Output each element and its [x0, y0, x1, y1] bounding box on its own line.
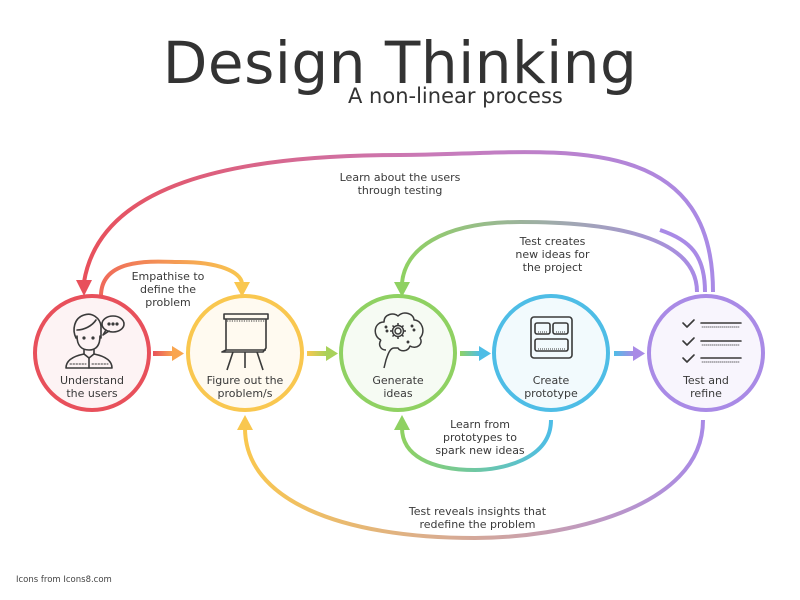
node-label-understand: Understand the users [37, 374, 147, 400]
node-circle-generate[interactable] [339, 294, 457, 412]
loop-empathise [99, 259, 250, 297]
loop-label-test-reveals: Test reveals insights that redefine the … [390, 505, 565, 531]
node-label-test: Test and refine [651, 374, 761, 400]
arrowhead-icon [394, 415, 410, 430]
connector-figure-generate [307, 346, 338, 361]
node-label-generate: Generate ideas [343, 374, 453, 400]
loop-test-creates [394, 219, 699, 297]
loop-label-line: prototypes to [443, 431, 517, 444]
brain-gear-icon [374, 312, 424, 369]
loop-label-line: problem [145, 296, 191, 309]
node-circle-test[interactable] [647, 294, 765, 412]
node-label-line: prototype [524, 387, 578, 400]
page-subtitle: A non-linear process [348, 84, 563, 108]
arrowhead-icon [237, 415, 253, 430]
loop-label-line: new ideas for [515, 248, 590, 261]
loop-label-line: Test reveals insights that [408, 505, 547, 518]
node-label-line: Test and [683, 374, 729, 387]
node-label-line: refine [690, 387, 722, 400]
loop-test-reveals [237, 415, 705, 541]
loop-label-line: Test creates [519, 235, 586, 248]
loop-learn-prototypes [394, 415, 553, 473]
arrowhead-icon [76, 280, 92, 296]
loop-label-test-creates: Test creates new ideas for the project [500, 235, 605, 274]
user-speech-bubble-icon [65, 313, 125, 369]
node-label-prototype: Create prototype [496, 374, 606, 400]
node-circle-prototype[interactable] [492, 294, 610, 412]
node-label-line: problem/s [217, 387, 273, 400]
node-label-line: Create [532, 374, 570, 387]
prototype-layout-icon [530, 316, 573, 359]
connector-prototype-test [614, 346, 645, 361]
loop-connector-line [659, 228, 707, 293]
loop-label-line: define the [140, 283, 196, 296]
connector-generate-prototype [460, 346, 491, 361]
loop-label-line: Empathise to [131, 270, 205, 283]
node-label-line: the users [66, 387, 118, 400]
loop-label-learn-prototypes: Learn from prototypes to spark new ideas [425, 418, 535, 457]
node-label-line: Generate [372, 374, 424, 387]
node-label-line: Figure out the [206, 374, 284, 387]
loop-label-line: spark new ideas [435, 444, 525, 457]
arrowhead-icon [394, 282, 410, 297]
loop-label-line: redefine the problem [419, 518, 536, 531]
loop-label-learn-users: Learn about the users through testing [310, 171, 490, 197]
loop-label-line: Learn about the users [339, 171, 461, 184]
flip-chart-icon [221, 313, 269, 371]
connector-understand-figure [153, 346, 184, 361]
loop-label-line: Learn from [450, 418, 510, 431]
loop-label-empathise: Empathise to define the problem [118, 270, 218, 309]
page-title: Design Thinking [162, 29, 638, 97]
loop-learn-about-users [76, 150, 715, 296]
loop-label-line: through testing [357, 184, 443, 197]
node-label-line: Understand [59, 374, 125, 387]
checklist-icon [682, 319, 742, 363]
loop-label-line: the project [522, 261, 583, 274]
node-label-line: ideas [383, 387, 413, 400]
node-label-figure: Figure out the problem/s [190, 374, 300, 400]
icons-credit: Icons from Icons8.com [16, 575, 112, 585]
node-circle-understand[interactable] [33, 294, 151, 412]
arrowhead-icon [234, 282, 250, 297]
